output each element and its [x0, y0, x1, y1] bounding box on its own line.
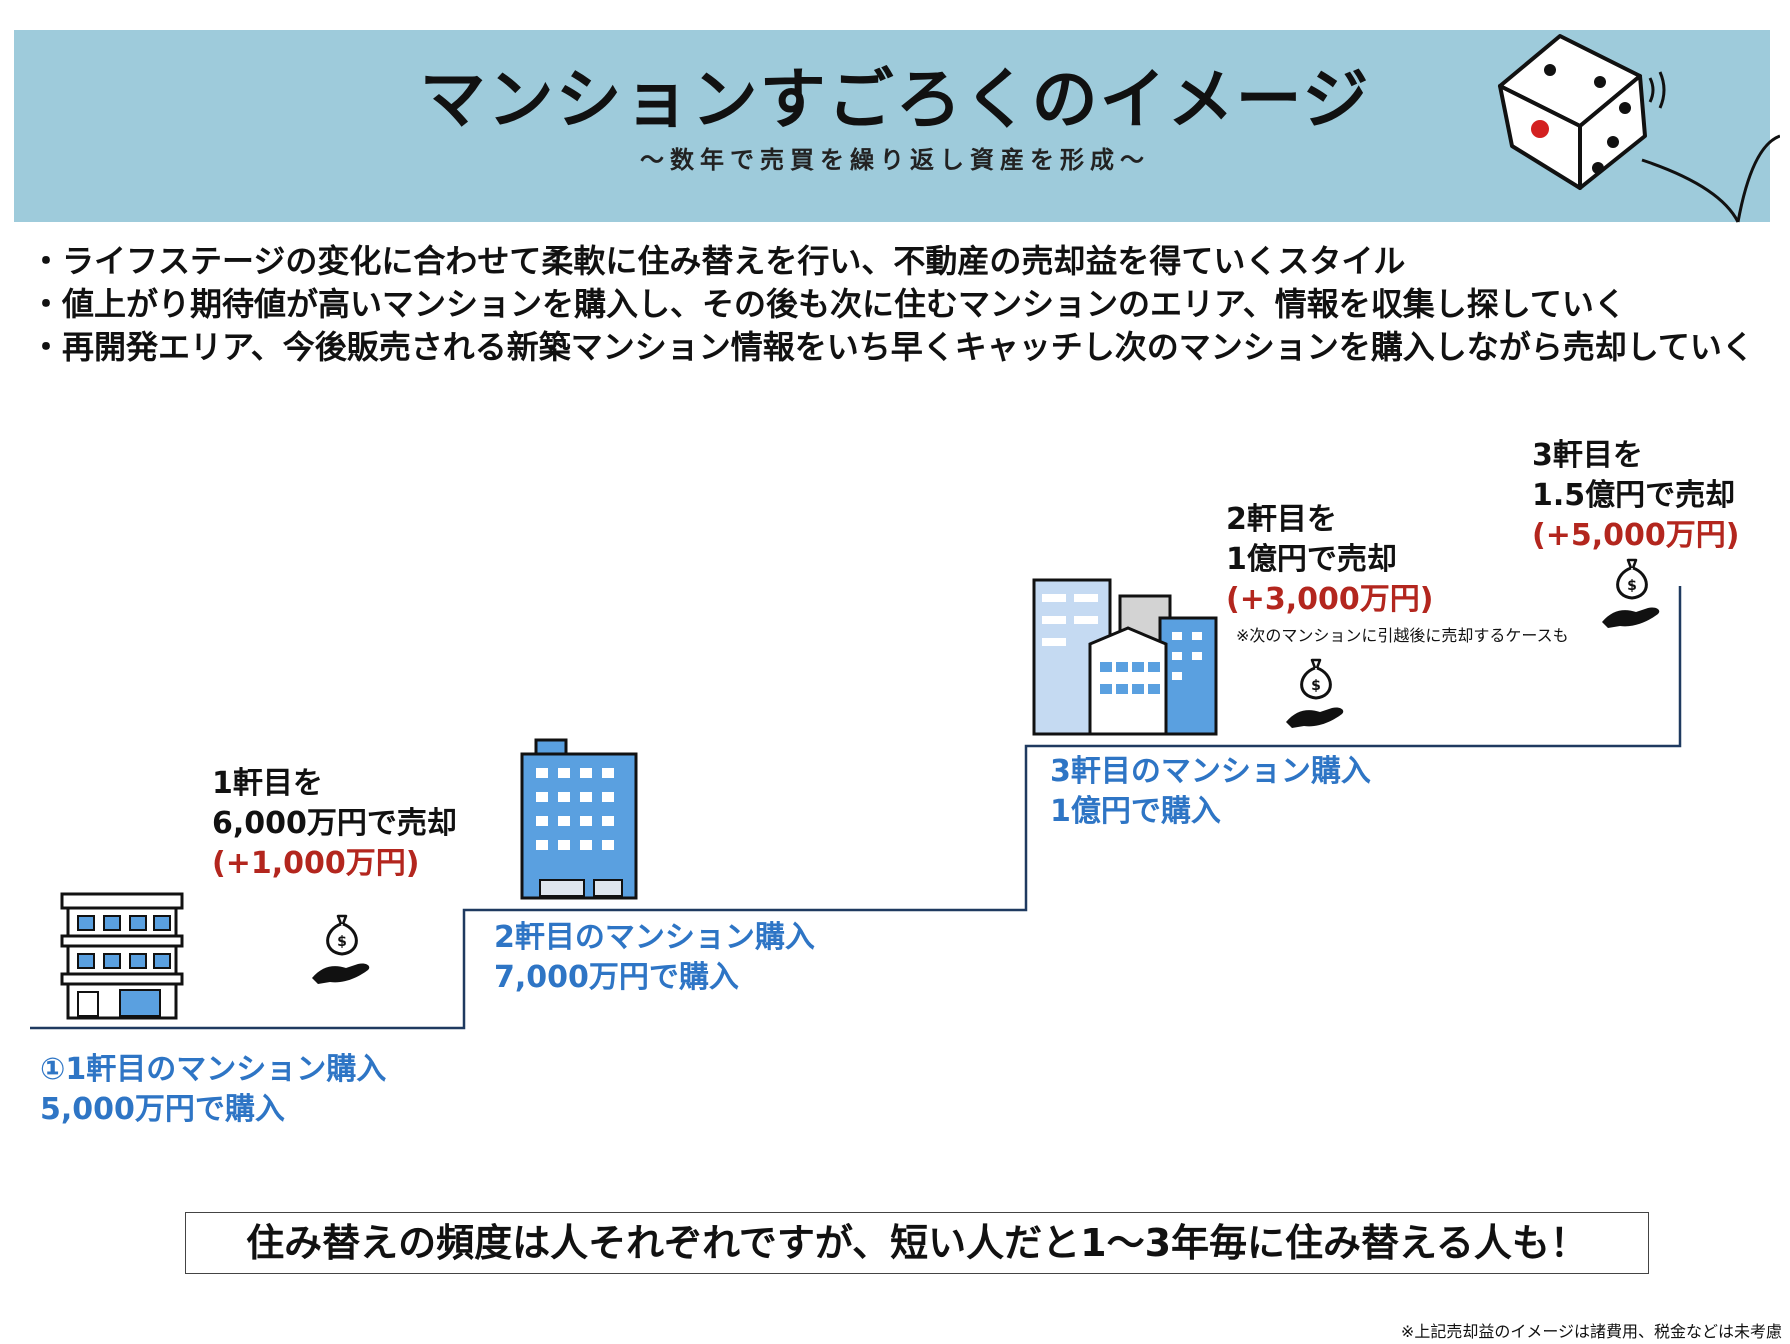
step1-buy-label: ①1軒目のマンション購入 5,000万円で購入: [40, 1050, 386, 1130]
gain-amount: (+3,000万円): [1226, 582, 1434, 617]
buy-line: 7,000万円で購入: [494, 960, 739, 995]
city-buildings-icon: [1032, 578, 1218, 736]
buy-line: ①1軒目のマンション購入: [40, 1052, 387, 1087]
frequency-callout: 住み替えの頻度は人それぞれですが、短い人だと1～3年毎に住み替える人も！: [185, 1212, 1649, 1274]
footnote: ※上記売却益のイメージは諸費用、税金などは未考慮: [1400, 1322, 1782, 1341]
bullet-item: ・値上がり期待値が高いマンションを購入し、その後も次に住むマンションのエリア、情…: [30, 285, 1626, 323]
money-bag-hand-icon: $: [312, 914, 370, 984]
svg-text:$: $: [1627, 578, 1637, 594]
buy-line: 3軒目のマンション購入: [1050, 754, 1371, 789]
step3-sell-label: 3軒目を 1.5億円で売却 (+5,000万円): [1532, 436, 1739, 556]
bullet-list: ・ライフステージの変化に合わせて柔軟に住み替えを行い、不動産の売却益を得ていくス…: [30, 240, 1754, 369]
sell-line: 1.5億円で売却: [1532, 478, 1736, 513]
buy-line: 1億円で購入: [1050, 794, 1221, 829]
bullet-item: ・再開発エリア、今後販売される新築マンション情報をいち早くキャッチし次のマンショ…: [30, 328, 1754, 366]
buy-line: 2軒目のマンション購入: [494, 920, 815, 955]
step1-sell-label: 1軒目を 6,000万円で売却 (+1,000万円): [212, 764, 457, 884]
sell-line: 1億円で売却: [1226, 542, 1397, 577]
svg-text:$: $: [337, 934, 347, 950]
gain-amount: (+1,000万円): [212, 846, 420, 881]
sell-line: 6,000万円で売却: [212, 806, 457, 841]
buy-line: 5,000万円で購入: [40, 1092, 285, 1127]
step2-buy-label: 2軒目のマンション購入 7,000万円で購入: [494, 918, 815, 998]
header-banner: [14, 30, 1770, 222]
page-title: マンションすごろくのイメージ: [419, 61, 1371, 138]
step2-note: ※次のマンションに引越後に売却するケースも: [1236, 626, 1569, 645]
step2-sell-label: 2軒目を 1億円で売却 (+3,000万円): [1226, 500, 1433, 620]
bullet-item: ・ライフステージの変化に合わせて柔軟に住み替えを行い、不動産の売却益を得ていくス…: [30, 242, 1406, 280]
apartment-building-icon: [60, 892, 184, 1020]
dice-icon: [1498, 34, 1780, 223]
gain-amount: (+5,000万円): [1532, 518, 1740, 553]
svg-text:$: $: [1311, 678, 1321, 694]
money-bag-hand-icon: $: [1602, 558, 1660, 628]
sell-line: 3軒目を: [1532, 438, 1643, 473]
step3-buy-label: 3軒目のマンション購入 1億円で購入: [1050, 752, 1371, 832]
sell-line: 2軒目を: [1226, 502, 1337, 537]
office-tower-icon: [520, 738, 638, 900]
money-bag-hand-icon: $: [1286, 658, 1344, 728]
page-subtitle: ～数年で売買を繰り返し資産を形成～: [640, 146, 1150, 174]
sell-line: 1軒目を: [212, 766, 323, 801]
